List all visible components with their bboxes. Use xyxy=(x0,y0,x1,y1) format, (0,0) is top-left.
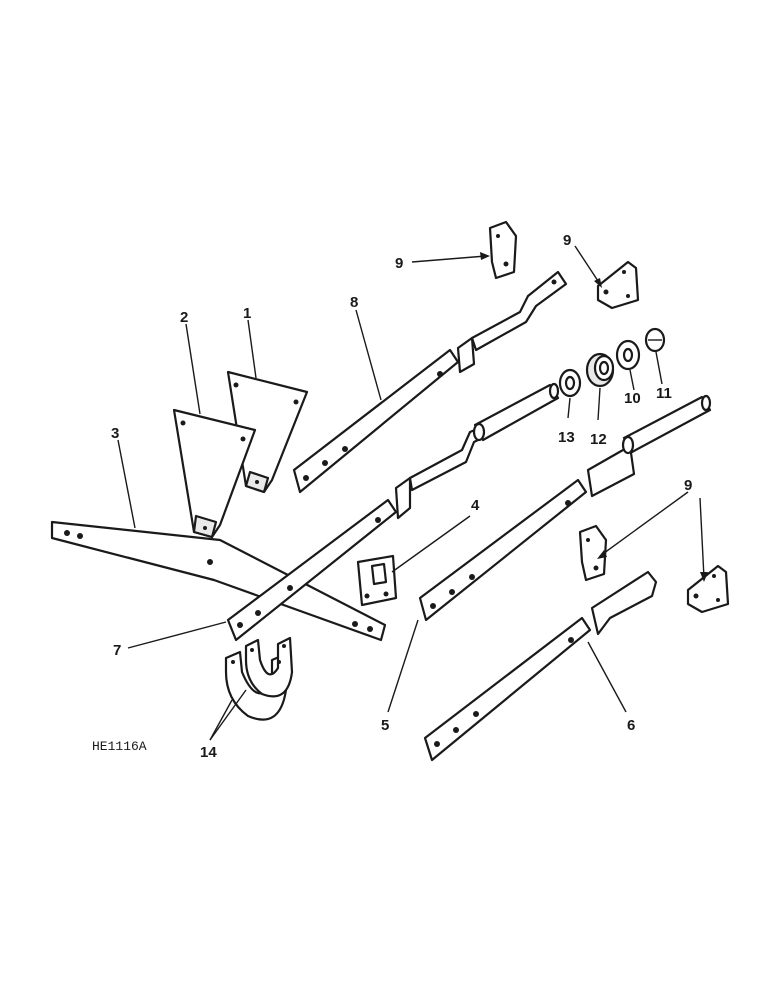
callout-3: 3 xyxy=(111,425,119,442)
callout-11: 11 xyxy=(656,385,672,402)
part-5-middle-bar xyxy=(418,478,588,622)
leader-lines xyxy=(117,245,708,741)
part-8-upper-bar xyxy=(292,348,460,494)
part-6-offset-plate xyxy=(590,570,658,636)
part-14-u-clamps xyxy=(224,636,294,721)
lower-shaft xyxy=(621,394,712,455)
callout-14: 14 xyxy=(200,744,217,761)
callout-9-a: 9 xyxy=(395,255,403,272)
callout-12: 12 xyxy=(590,431,607,448)
part-3-frame-bar xyxy=(50,520,387,642)
upper-shaft xyxy=(472,382,560,442)
callout-10: 10 xyxy=(624,390,641,407)
part-11-pin xyxy=(644,327,666,353)
part-1-gusset xyxy=(226,370,309,494)
callout-13: 13 xyxy=(558,429,575,446)
callout-9-b: 9 xyxy=(563,232,571,249)
callout-8: 8 xyxy=(350,294,358,311)
callout-labels: 1 2 3 4 5 6 7 8 9 9 9 9 10 11 12 13 14 xyxy=(111,232,692,761)
callout-9-c: 9 xyxy=(684,477,692,494)
callout-6: 6 xyxy=(627,717,635,734)
callout-1: 1 xyxy=(243,305,251,322)
part-9-bracket-d xyxy=(686,564,730,614)
part-13-washer xyxy=(558,368,582,398)
part-5-offset-plate xyxy=(586,444,636,498)
part-8-offset-extension xyxy=(456,270,568,374)
callout-7: 7 xyxy=(113,642,121,659)
part-4-bracket xyxy=(356,554,398,607)
part-2-gusset xyxy=(172,408,257,539)
part-7-flat-bar xyxy=(226,498,398,642)
callout-5: 5 xyxy=(381,717,389,734)
part-10-washer xyxy=(615,339,641,371)
part-12-collar xyxy=(585,352,615,388)
part-9-bracket-a xyxy=(488,220,518,280)
part-9-bracket-c xyxy=(578,524,608,582)
callout-2: 2 xyxy=(180,309,188,326)
part-6-lower-bar xyxy=(423,616,592,762)
figure-code: HE1116A xyxy=(92,739,147,754)
callout-4: 4 xyxy=(471,497,480,514)
part-9-bracket-b xyxy=(596,260,640,310)
